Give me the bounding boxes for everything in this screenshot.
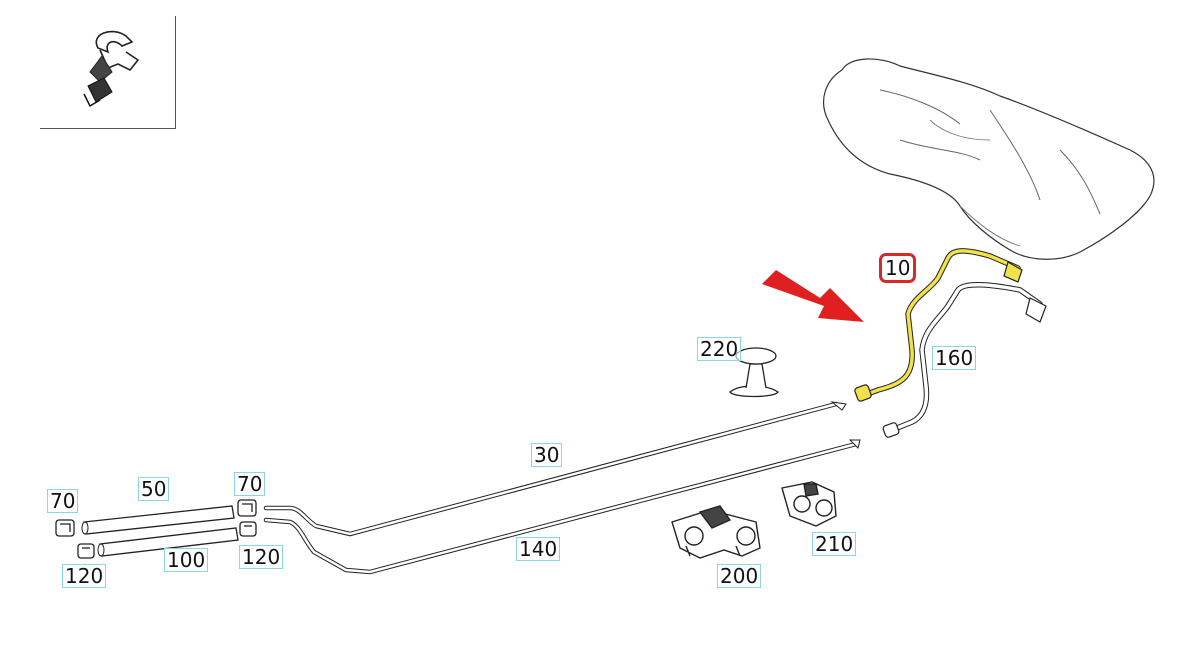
grommet-part-220[interactable]: [729, 347, 779, 398]
clip-thumbnail-icon[interactable]: [60, 20, 160, 120]
clamp-part-120-left[interactable]: [77, 543, 95, 559]
hose-part-100[interactable]: [97, 527, 239, 557]
clip-part-200[interactable]: [671, 505, 761, 559]
clip-part-210[interactable]: [781, 481, 837, 527]
fuel-line-part-10[interactable]: [854, 248, 1023, 402]
callout-210[interactable]: 210: [812, 532, 857, 556]
callout-160[interactable]: 160: [932, 346, 977, 370]
brake-line-part-30[interactable]: [263, 401, 847, 537]
callout-100[interactable]: 100: [164, 548, 209, 572]
callout-70-right[interactable]: 70: [234, 472, 266, 496]
brake-line-part-140[interactable]: [263, 439, 861, 575]
callout-30[interactable]: 30: [531, 443, 563, 467]
callout-140[interactable]: 140: [516, 537, 561, 561]
callout-70-left[interactable]: 70: [47, 489, 79, 513]
callout-120-right[interactable]: 120: [239, 545, 284, 569]
callout-50[interactable]: 50: [138, 477, 170, 501]
callout-200[interactable]: 200: [717, 564, 762, 588]
clamp-part-120-right[interactable]: [239, 521, 257, 537]
hose-part-50[interactable]: [81, 505, 235, 535]
callout-220[interactable]: 220: [697, 337, 742, 361]
callout-10[interactable]: 10: [879, 253, 917, 283]
fuel-line-part-160[interactable]: [882, 281, 1047, 438]
clamp-part-70-left[interactable]: [55, 519, 75, 537]
clamp-part-70-right[interactable]: [237, 499, 257, 517]
indicator-arrow: [762, 270, 864, 322]
fuel-tank-outline: [823, 58, 1155, 260]
thumbnail-frame: [40, 16, 176, 129]
callout-120-left[interactable]: 120: [62, 564, 107, 588]
